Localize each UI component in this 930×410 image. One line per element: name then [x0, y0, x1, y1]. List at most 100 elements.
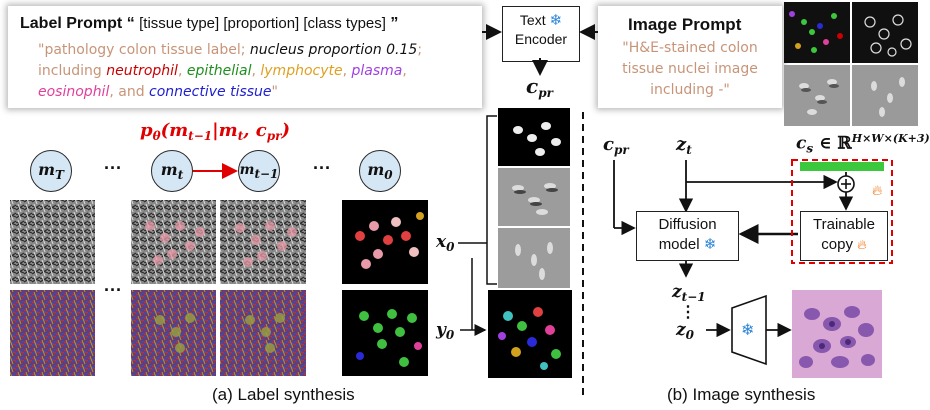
snowflake-icon: ❄	[703, 236, 717, 253]
label-prompt-text: "pathology colon tissue label; nucleus p…	[38, 40, 478, 103]
z-symbol: z	[676, 134, 687, 155]
vertical-dots: ⋮	[680, 304, 696, 321]
comma: ,	[109, 84, 119, 100]
p-symbol: p	[140, 120, 153, 141]
image-prompt-text: "H&E-stained colon tissue nuclei image i…	[602, 38, 778, 101]
zero-subscript: 0	[384, 168, 393, 182]
c-s-label: cs ∈ ℝH×W×(K+3)	[796, 132, 930, 156]
fire-icon: 🔥︎	[857, 237, 867, 252]
tile-noise-T-mask	[10, 200, 95, 284]
condition-grad-x-map	[784, 65, 850, 126]
t-subscript: t	[177, 168, 184, 182]
m-symbol: m	[239, 162, 255, 178]
trainable-line2: copy	[821, 236, 853, 253]
condition-bar	[800, 162, 884, 171]
m-symbol: m	[160, 160, 178, 179]
prompt-and: and	[118, 84, 150, 100]
z-t-1-label: zt−1	[672, 282, 706, 304]
ellipsis-3: ···	[104, 280, 122, 300]
prompt-end-quote: "	[271, 84, 278, 100]
image-prompt-line2: tissue nuclei image	[622, 61, 758, 77]
image-prompt-card: Image Prompt "H&E-stained colon tissue n…	[598, 6, 782, 108]
c-symbol: c	[796, 133, 807, 154]
s-subscript: s	[806, 141, 814, 156]
arg-b: t−1	[188, 129, 213, 143]
node-m-t: mt	[151, 150, 193, 192]
z-symbol: z	[672, 282, 682, 302]
comma: ,	[251, 63, 261, 79]
close-quote: ”	[390, 15, 399, 32]
x0-label: x0	[436, 232, 455, 254]
condition-class-blobs	[789, 11, 843, 53]
plus-circle-icon	[837, 175, 855, 193]
arg-e: , c	[243, 120, 267, 141]
text-encoder-box: Text ❄ Encoder	[502, 6, 580, 62]
snowflake-icon: ❄	[741, 322, 755, 339]
m-symbol: m	[367, 160, 385, 179]
image-prompt-line1: "H&E-stained colon	[622, 40, 758, 56]
text-encoder-line1: Text	[519, 12, 546, 28]
label-prompt-title: Label Prompt	[20, 15, 123, 32]
pr-subscript: pr	[538, 86, 553, 100]
c-symbol: c	[526, 74, 539, 98]
diffusion-line2: model	[658, 236, 700, 253]
trainable-copy-box: Trainable copy 🔥︎	[800, 211, 888, 261]
class-eosinophil: eosinophil	[38, 84, 110, 100]
fire-icon: 🔥︎	[872, 182, 883, 198]
class-lymphocyte: lymphocyte	[260, 63, 343, 79]
y-symbol: y	[436, 320, 446, 340]
c-pr-input-label: cpr	[603, 134, 629, 157]
dimension-superscript: H×W×(K+3)	[851, 132, 930, 145]
he-output-image	[792, 290, 882, 378]
comma: ,	[177, 63, 187, 79]
comma: ,	[402, 63, 407, 79]
m-symbol: m	[38, 160, 55, 179]
prompt-tissue: "pathology colon tissue label;	[38, 42, 250, 58]
ellipsis-2: ···	[313, 158, 331, 178]
image-prompt-title: Image Prompt	[628, 15, 742, 34]
t-1-subscript: t−1	[254, 167, 279, 181]
decoder-shape	[731, 294, 767, 366]
T-subscript: T	[55, 168, 64, 182]
label-prompt-card: Label Prompt “ [tissue type] [proportion…	[8, 6, 482, 108]
tile-noise-T-class	[10, 290, 95, 376]
prompt-including: including	[38, 63, 107, 79]
c-pr-label: cpr	[526, 74, 553, 100]
prompt-proportion: nucleus proportion 0.15	[249, 42, 418, 58]
condition-images-grid	[784, 2, 918, 126]
tile-noise-t-mask	[131, 200, 216, 284]
z-0-label: z0	[676, 320, 694, 342]
caption-label-synthesis: (a) Label synthesis	[212, 385, 355, 404]
class-epithelial: epithelial	[186, 63, 252, 79]
tile-noise-t1-mask	[220, 200, 306, 284]
label-prompt-heading: Label Prompt “ [tissue type] [proportion…	[20, 15, 398, 33]
condition-grad-y-map	[852, 65, 918, 126]
node-m-t-1: mt−1	[238, 150, 280, 192]
t-subscript: t	[686, 143, 692, 157]
z-symbol: z	[676, 320, 686, 340]
z-t-label: zt	[676, 134, 692, 157]
theta-subscript: θ	[152, 129, 161, 143]
prompt-template: [tissue type] [proportion] [class types]	[139, 15, 386, 32]
image-prompt-line3: including -"	[650, 82, 730, 98]
zero-subscript: 0	[445, 328, 455, 342]
tile-clean-class	[342, 290, 428, 376]
condition-class-map	[784, 2, 850, 63]
zero-subscript: 0	[446, 240, 455, 254]
class-neutrophil: neutrophil	[106, 63, 178, 79]
diffusion-line1: Diffusion	[658, 216, 717, 233]
class-connective-tissue: connective tissue	[149, 84, 272, 100]
arg-a: (m	[160, 120, 189, 141]
trainable-line1: Trainable	[813, 216, 875, 233]
ellipsis-1: ···	[104, 158, 122, 178]
arg-c: |m	[212, 120, 238, 141]
x0-stack	[498, 108, 570, 288]
arg-g: )	[281, 120, 291, 141]
t-1-subscript: t−1	[681, 290, 706, 304]
node-m-T: mT	[30, 150, 72, 192]
label-tiles	[10, 200, 428, 376]
arg-d: t	[237, 129, 244, 143]
open-quote: “	[126, 15, 135, 32]
comma: ,	[342, 63, 352, 79]
